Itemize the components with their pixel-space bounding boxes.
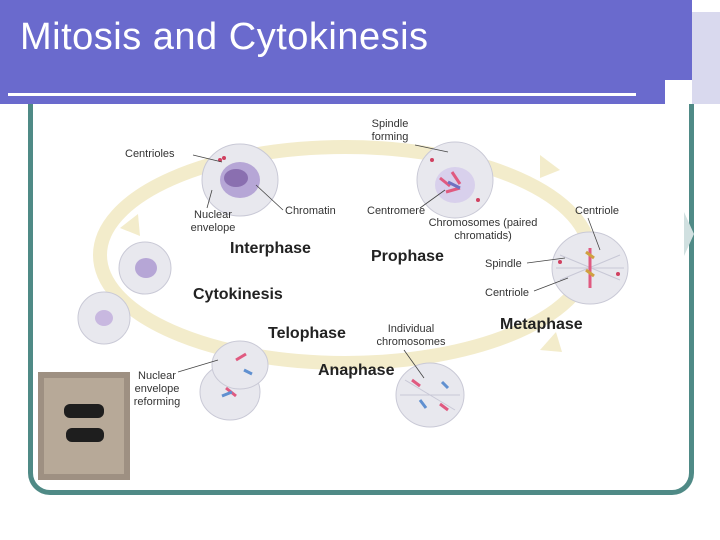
leader-centrioles: [192, 154, 223, 163]
title-bar-edge: [692, 12, 720, 104]
cycle-arrowhead-top: [540, 155, 560, 178]
telophase-cell: [199, 340, 269, 421]
label-chromosomes-paired: Chromosomes (paired chromatids): [428, 217, 538, 242]
phase-cytokinesis: Cytokinesis: [193, 286, 283, 303]
phase-anaphase: Anaphase: [318, 362, 395, 379]
prophase-cell: [416, 141, 494, 219]
slide-title: Mitosis and Cytokinesis: [20, 16, 429, 58]
label-nuclear-envelope: Nuclear envelope: [190, 209, 236, 234]
title-bar: [0, 0, 692, 80]
cycle-arrowhead-left: [120, 214, 140, 236]
label-centromere: Centromere: [367, 205, 426, 217]
label-spindle-forming: Spindle forming: [371, 118, 409, 143]
title-rule: [8, 93, 636, 96]
phase-prophase: Prophase: [371, 248, 444, 265]
label-spindle: Spindle: [485, 258, 522, 270]
leader-spindle: [526, 257, 566, 264]
label-nuclear-envelope-reforming: Nuclear envelope reforming: [133, 370, 181, 408]
phase-telophase: Telophase: [268, 325, 346, 342]
label-centriole-mid: Centriole: [485, 287, 530, 299]
anaphase-cell: [395, 362, 465, 428]
frame-side-tab: [684, 212, 694, 256]
cycle-arrowhead-right: [540, 332, 562, 352]
leader-centromere: [419, 189, 446, 209]
label-chromatin: Chromatin: [285, 205, 336, 217]
leader-nuclear-envelope: [206, 189, 213, 209]
cytokinesis-cell-upper: [118, 241, 172, 295]
leader-centriole-mid: [533, 277, 569, 292]
metaphase-cell: [551, 231, 629, 305]
phase-metaphase: Metaphase: [500, 316, 583, 333]
title-bar-lower: [0, 80, 665, 104]
label-individual-chromosomes: Individual chromosomes: [376, 323, 446, 348]
leader-chromatin: [255, 184, 284, 211]
leader-centriole-top: [587, 217, 601, 251]
leader-nuclear-envelope-reforming: [177, 359, 219, 373]
leader-spindle-forming: [414, 144, 449, 153]
interphase-cell: [201, 143, 279, 217]
label-centriole-top: Centriole: [575, 205, 620, 217]
cytokinesis-cell-lower: [77, 291, 131, 345]
leader-individual-chromosomes: [403, 349, 425, 379]
micrograph-photo: [38, 372, 130, 480]
phase-interphase: Interphase: [230, 240, 311, 257]
label-centrioles: Centrioles: [125, 148, 175, 160]
